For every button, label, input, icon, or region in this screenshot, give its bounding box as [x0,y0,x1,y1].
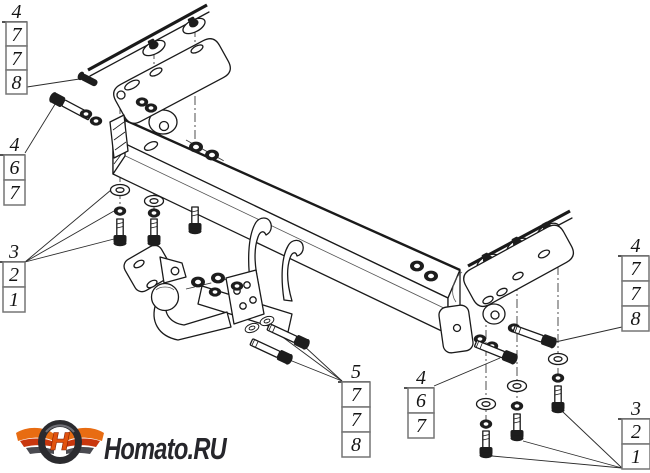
lock-washer [230,281,244,291]
callout-number: 4 [12,1,22,23]
lock-washer [208,287,222,297]
beam-hole [143,141,159,151]
bracket-hole [116,90,126,100]
lock-washer [479,419,493,429]
bolt [478,430,494,459]
flat-washer [243,321,261,335]
callout-number: 7 [631,258,642,280]
nut [205,149,219,161]
callout-bottom-right: 3 2 1 [618,398,650,470]
nut [191,276,205,288]
callout-number: 7 [12,48,23,70]
callout-number: 2 [631,421,641,443]
bolt [472,337,520,367]
callout-number: 5 [351,361,361,383]
ball-mount-assembly [123,217,304,341]
lock-washer [113,206,127,216]
bolt [146,218,162,247]
winged-wheel-emblem-icon: H [16,420,104,464]
bracket-hole [190,44,204,54]
callout-number: 7 [351,409,362,431]
callout-number: 4 [416,367,426,389]
nut [410,260,424,272]
lock-washer [144,103,158,113]
callout-number: 3 [8,241,19,263]
brand-name: Homato.RU [104,431,228,466]
right-mounting-bracket [438,224,575,354]
callout-bottom-middle: 4 6 7 [404,367,435,439]
callout-number: 7 [416,415,427,437]
callout-right-upper: 4 7 7 8 [618,235,650,332]
callout-top-left: 4 7 7 8 [2,1,28,95]
bracket-hole [158,120,170,132]
flat-washer [109,183,131,197]
lock-washer [551,373,565,383]
bracket-hole [512,271,524,281]
callout-left-upper: 4 6 7 [0,134,26,206]
hammer-bolt [77,71,98,87]
callout-number: 4 [631,235,641,257]
bracket-hole [243,281,251,289]
callout-number: 7 [351,384,362,406]
bracket-slot [124,79,140,91]
bracket-plate [463,224,575,308]
callout-number: 7 [631,283,642,305]
callout-number: 6 [10,157,20,179]
callout-left-lower: 3 2 1 [0,241,26,313]
nut [189,141,203,153]
bolt [112,218,128,247]
brand-logo: H Homato.RU [16,420,229,466]
lock-washer [510,401,524,411]
bracket-hole [496,287,508,297]
tab-hole [170,266,180,276]
emblem-letter: H [50,428,70,456]
bolt [511,322,559,350]
callout-number: 7 [12,24,23,46]
nut [424,270,438,282]
lock-washer [147,208,161,218]
lock-washer [79,109,93,119]
flat-washer [143,194,165,208]
callout-number: 1 [9,289,19,311]
bracket-hole [490,310,500,320]
bolt [509,413,525,442]
callout-number: 4 [10,134,20,156]
ball-bracket-plate [225,269,265,325]
callout-number: 7 [10,182,21,204]
flat-washer [547,352,569,366]
callout-number: 8 [631,308,641,330]
callout-number: 8 [351,434,361,456]
end-plate-hole [452,323,462,333]
callout-bottom-left: 5 7 7 8 [338,361,371,458]
bracket-hole [249,296,257,304]
nut [211,272,225,284]
flat-washer [475,397,497,411]
bracket-slot [537,249,551,259]
left-side-rail [87,3,210,77]
bracket-hole [239,302,247,310]
flange-hole [146,279,158,289]
flange-hole [133,259,145,269]
flat-washer [506,379,528,393]
bracket-hole [149,67,163,77]
callout-number: 2 [9,264,19,286]
callout-number: 1 [631,446,641,468]
leader-lines [24,77,623,469]
bracket-hole [482,295,494,305]
callout-number: 3 [630,398,641,420]
callout-number: 8 [12,72,22,94]
lock-washer [89,116,103,126]
bolt [550,385,566,414]
u-clamp-strap [281,239,304,302]
tow-ball [150,282,180,312]
callout-number: 6 [416,390,426,412]
fasteners [46,71,569,459]
